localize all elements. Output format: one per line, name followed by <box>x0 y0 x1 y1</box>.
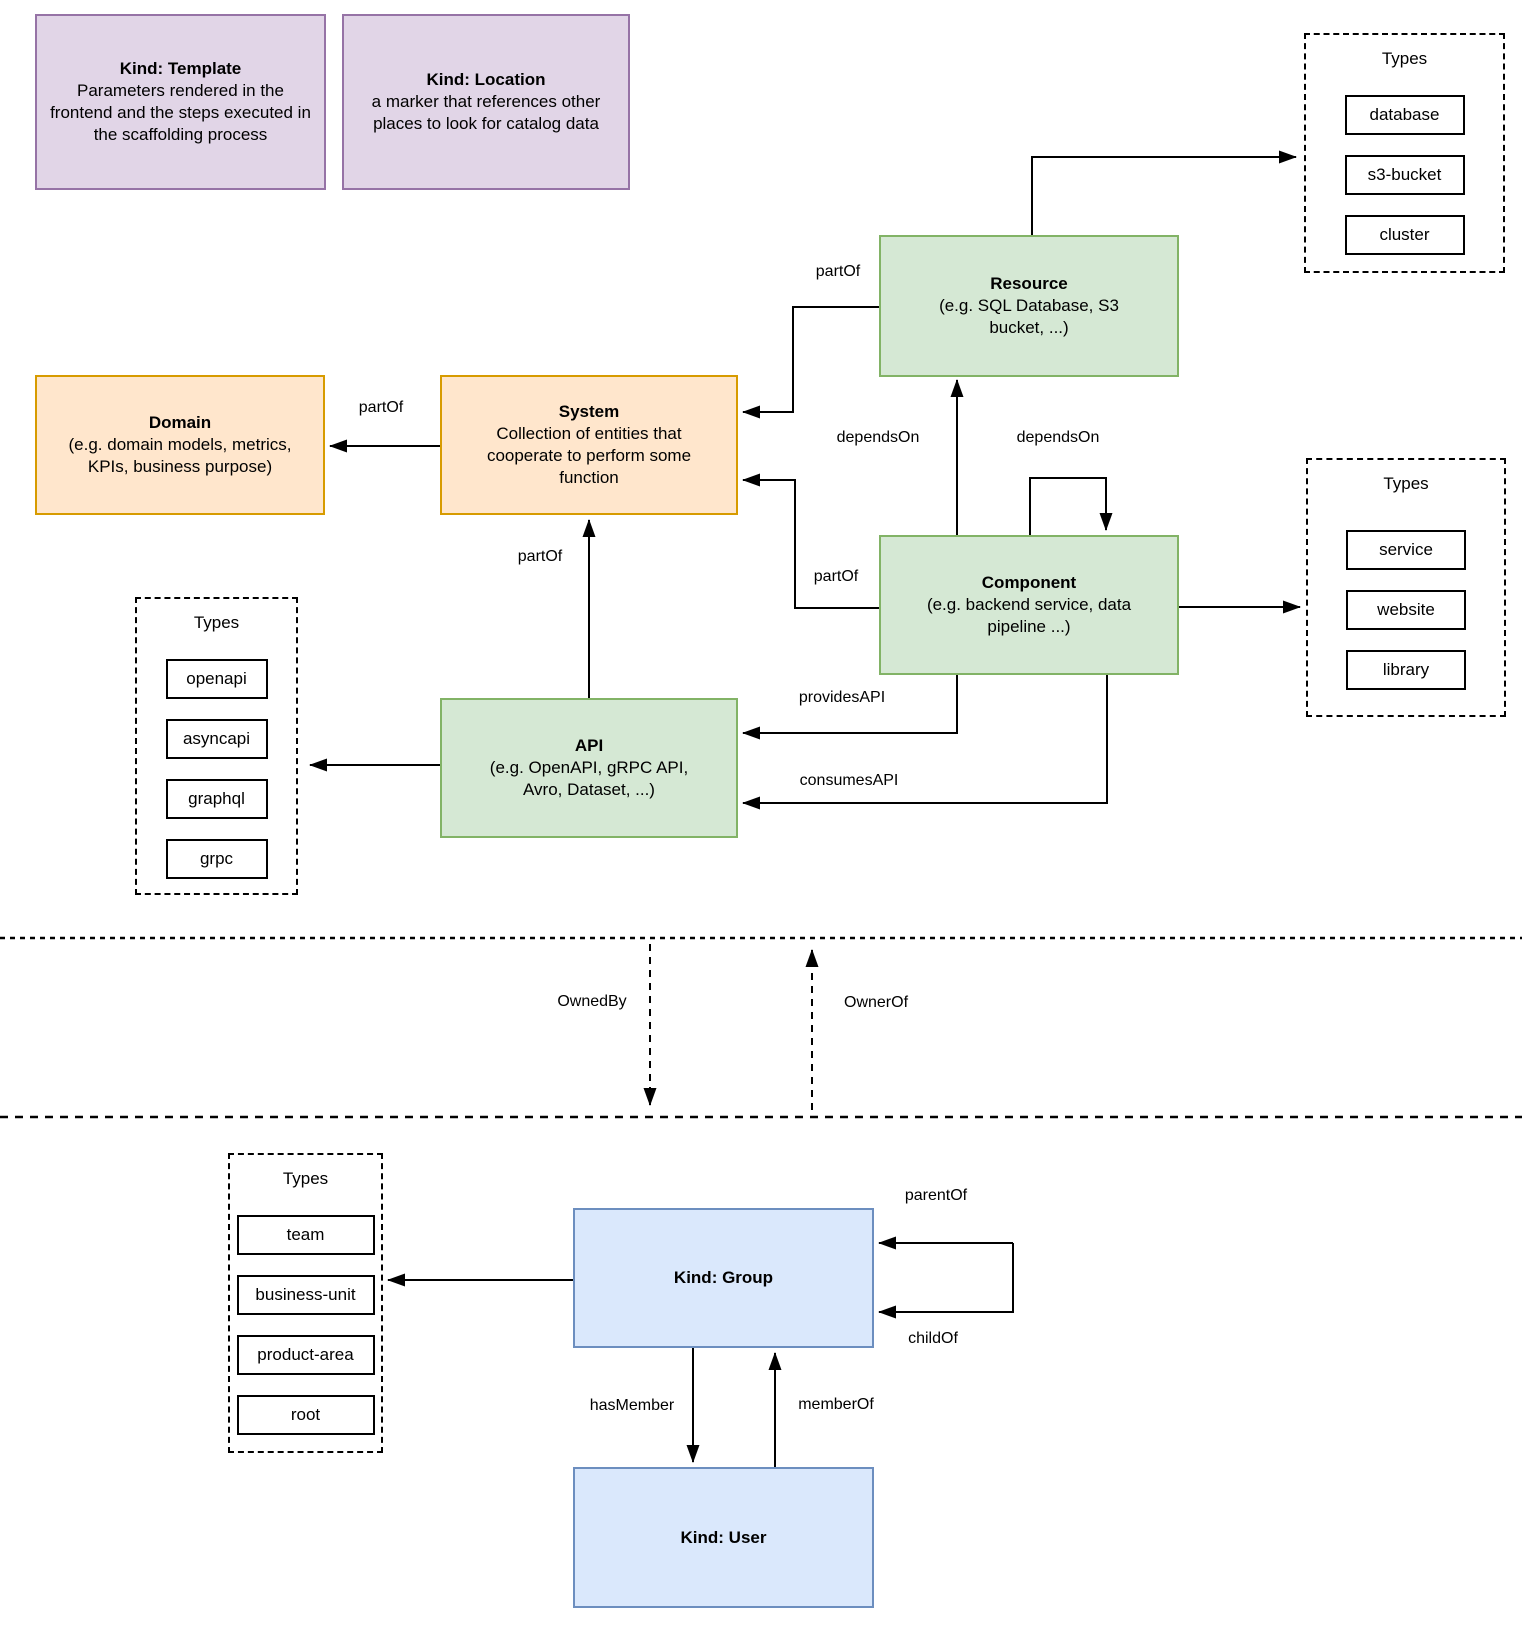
node-description: (e.g. OpenAPI, gRPC API, Avro, Dataset, … <box>489 758 689 799</box>
node-kind-user: Kind: User <box>573 1467 874 1608</box>
node-title: Kind: User <box>680 1527 767 1547</box>
type-item-asyncapi: asyncapi <box>165 719 268 759</box>
edge-component-consumesapi <box>742 675 1108 810</box>
edge-resource-partof-system <box>742 306 879 419</box>
edge-label-consumesapi: consumesAPI <box>796 772 902 790</box>
type-item-cluster: cluster <box>1344 215 1465 255</box>
edge-label-childof: childOf <box>905 1330 961 1348</box>
type-group-title: Types <box>282 1169 329 1188</box>
type-group-title: Types <box>193 613 240 632</box>
node-description: (e.g. domain models, metrics, KPIs, busi… <box>68 435 292 476</box>
node-title: Kind: Location <box>426 70 546 89</box>
edge-group-childof <box>878 1243 1014 1319</box>
node-component: Component (e.g. backend service, data pi… <box>879 535 1179 675</box>
type-item-product-area: product-area <box>236 1335 375 1375</box>
node-title: API <box>574 736 604 755</box>
type-group-resource: Types database s3-bucket cluster <box>1304 33 1505 273</box>
edge-component-providesapi <box>742 675 958 740</box>
node-title: Component <box>981 573 1077 592</box>
edge-label-partof: partOf <box>812 263 864 281</box>
edge-label-dependson: dependsOn <box>1013 429 1103 447</box>
type-item-library: library <box>1346 650 1466 690</box>
type-item-grpc: grpc <box>165 839 268 879</box>
type-group-group: Types team business-unit product-area ro… <box>228 1153 383 1453</box>
node-description: Parameters rendered in the frontend and … <box>50 81 311 144</box>
node-title: Kind: Group <box>673 1268 774 1287</box>
edge-label-partof: partOf <box>514 548 566 566</box>
node-resource: Resource (e.g. SQL Database, S3 bucket, … <box>879 235 1179 377</box>
edge-label-providesapi: providesAPI <box>795 689 889 707</box>
type-item-website: website <box>1346 590 1466 630</box>
node-title: System <box>558 402 620 421</box>
type-item-graphql: graphql <box>165 779 268 819</box>
node-description: Collection of entities that cooperate to… <box>486 424 692 487</box>
edge-label-hasmember: hasMember <box>586 1397 678 1415</box>
node-kind-location: Kind: Location a marker that references … <box>342 14 630 190</box>
type-item-database: database <box>1344 95 1465 135</box>
node-kind-template: Kind: Template Parameters rendered in th… <box>35 14 326 190</box>
type-item-root: root <box>236 1395 375 1435</box>
node-domain: Domain (e.g. domain models, metrics, KPI… <box>35 375 325 515</box>
type-group-api: Types openapi asyncapi graphql grpc <box>135 597 298 895</box>
edge-label-parentof: parentOf <box>901 1187 971 1205</box>
node-description: (e.g. SQL Database, S3 bucket, ...) <box>939 296 1119 337</box>
type-item-business-unit: business-unit <box>236 1275 375 1315</box>
edge-component-dependson-self <box>1029 477 1113 535</box>
type-group-title: Types <box>1381 49 1428 68</box>
node-title: Domain <box>148 413 212 432</box>
type-item-openapi: openapi <box>165 659 268 699</box>
edge-label-dependson: dependsOn <box>833 429 923 447</box>
node-description: a marker that references other places to… <box>371 92 601 133</box>
edge-label-ownerof: OwnerOf <box>840 994 912 1012</box>
edge-component-partof-system <box>742 473 879 609</box>
node-system: System Collection of entities that coope… <box>440 375 738 515</box>
type-item-team: team <box>236 1215 375 1255</box>
type-group-component: Types service website library <box>1306 458 1506 717</box>
type-item-s3-bucket: s3-bucket <box>1344 155 1465 195</box>
edge-label-memberof: memberOf <box>795 1396 877 1414</box>
type-item-service: service <box>1346 530 1466 570</box>
node-title: Resource <box>990 274 1068 293</box>
edge-label-ownedby: OwnedBy <box>554 993 630 1011</box>
node-title: Kind: Template <box>119 59 242 78</box>
type-group-title: Types <box>1383 474 1429 493</box>
edge-label-partof: partOf <box>355 399 407 417</box>
edge-resource-to-types <box>1031 150 1297 235</box>
node-description: (e.g. backend service, data pipeline ...… <box>926 595 1132 636</box>
edge-label-partof: partOf <box>810 568 862 586</box>
node-kind-group: Kind: Group <box>573 1208 874 1348</box>
node-api: API (e.g. OpenAPI, gRPC API, Avro, Datas… <box>440 698 738 838</box>
